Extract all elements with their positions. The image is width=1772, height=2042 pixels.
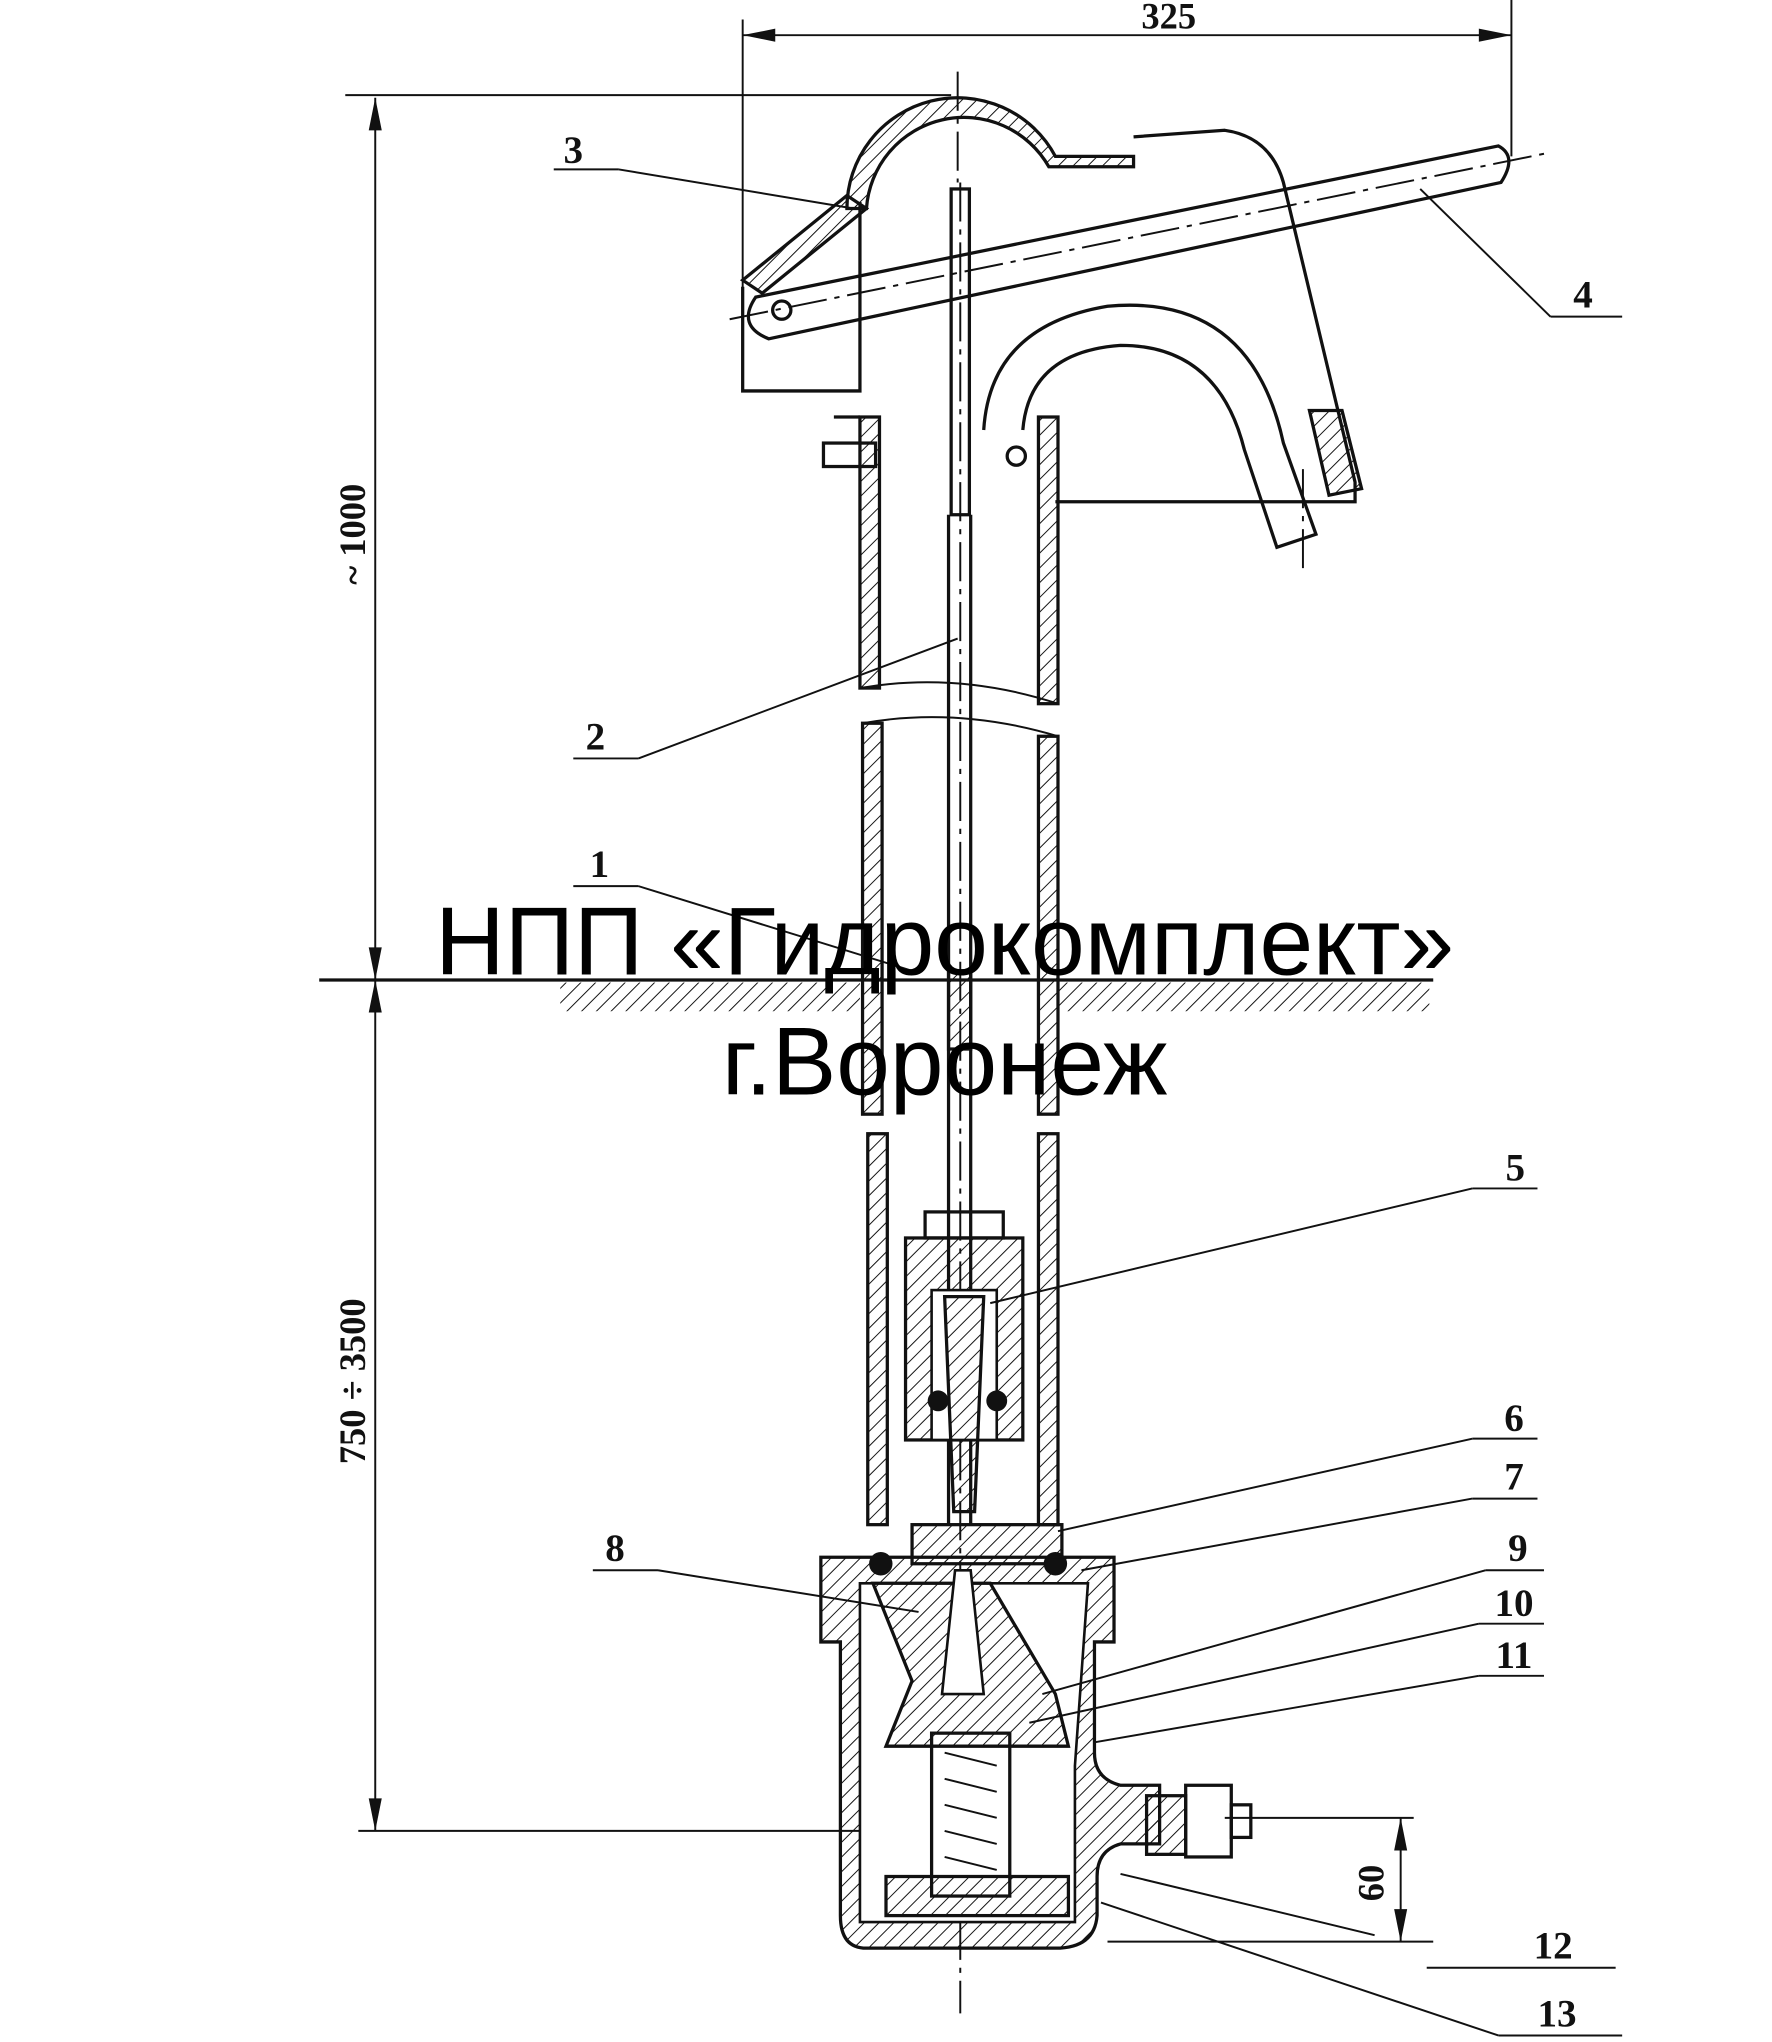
part-label-7: 7 [1081, 1455, 1538, 1572]
svg-text:9: 9 [1508, 1527, 1528, 1570]
dimension-width-label: 325 [1141, 0, 1196, 37]
svg-text:3: 3 [564, 129, 584, 172]
part-label-2: 2 [573, 637, 959, 760]
svg-text:12: 12 [1534, 1925, 1573, 1968]
part-label-1: 1 [573, 843, 913, 972]
svg-text:2: 2 [586, 715, 606, 758]
pump-handle [729, 144, 1545, 341]
svg-text:8: 8 [605, 1527, 625, 1570]
dimension-height-label: ~ 1000 [332, 484, 373, 585]
part-label-3: 3 [553, 129, 854, 210]
part-label-13: 13 [1100, 1901, 1623, 2037]
part-label-11: 11 [1094, 1634, 1544, 1744]
part-label-6: 6 [1057, 1397, 1538, 1533]
part-label-9: 9 [1042, 1527, 1544, 1696]
svg-text:1: 1 [590, 843, 610, 886]
part-label-8: 8 [592, 1527, 919, 1613]
svg-text:5: 5 [1506, 1147, 1526, 1190]
watermark-company: НПП «Гидрокомплект» [435, 889, 1454, 996]
part-label-4: 4 [1419, 188, 1623, 318]
svg-text:11: 11 [1496, 1634, 1533, 1677]
hydrant-head [739, 71, 1364, 574]
dimension-outlet: 60 [1107, 1816, 1434, 1943]
valve-body [819, 1523, 1253, 1950]
part-label-10: 10 [1029, 1582, 1544, 1724]
dimension-outlet-label: 60 [1351, 1865, 1392, 1901]
part-label-12: 12 [1120, 1872, 1616, 1969]
dimension-depth-label: 750 ÷ 3500 [332, 1298, 373, 1464]
svg-text:7: 7 [1504, 1455, 1524, 1498]
svg-text:10: 10 [1494, 1582, 1533, 1625]
dimension-height: ~ 1000 750 ÷ 3500 [332, 94, 952, 1832]
svg-text:4: 4 [1573, 274, 1593, 317]
hydrant-pipe [821, 415, 1060, 1527]
dimension-width: 325 [741, 0, 1513, 378]
svg-text:6: 6 [1504, 1397, 1524, 1440]
svg-text:13: 13 [1537, 1992, 1576, 2035]
part-label-5: 5 [990, 1147, 1538, 1305]
piston-assembly [903, 1210, 1025, 1514]
watermark-city: г.Воронеж [722, 1009, 1168, 1116]
